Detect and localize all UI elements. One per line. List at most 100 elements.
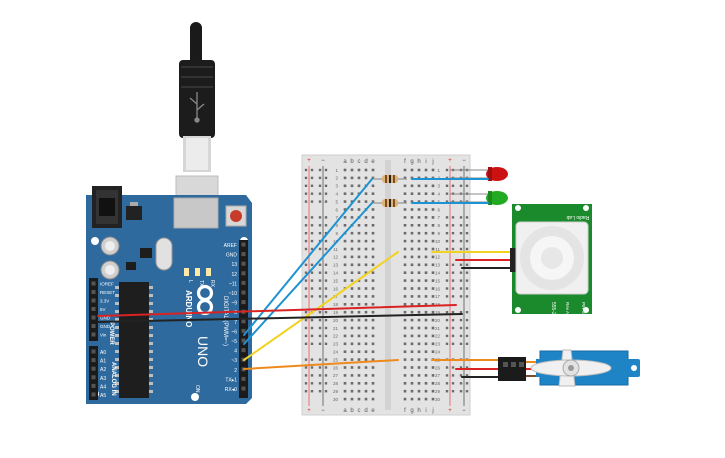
breadboard-row-label: 12	[435, 255, 441, 260]
digital-pin-label: 7	[234, 320, 237, 326]
analog-label: ANALOG IN	[110, 362, 116, 396]
breadboard-col-label: e	[371, 408, 375, 414]
breadboard-col-label: i	[425, 408, 426, 414]
reset-button[interactable]	[225, 205, 247, 227]
breadboard-row-label: 22	[435, 334, 441, 339]
breadboard-row-label: 19	[435, 310, 441, 315]
crystal	[155, 237, 173, 271]
digital-pin-label: AREF	[224, 243, 237, 249]
breadboard-row-label: 8	[335, 223, 338, 228]
power-pin-label: 3.3V	[100, 299, 109, 304]
breadboard-row-label: 30	[333, 397, 339, 402]
digital-pin-label: ~3	[231, 358, 237, 364]
breadboard-row-label: 16	[435, 286, 441, 291]
pir-label-side: PIR Sensor	[581, 302, 586, 326]
power-pin-label: IOREF	[100, 282, 114, 287]
rail-plus-bottom-left: +	[307, 408, 311, 414]
breadboard-row-label: 21	[333, 326, 339, 331]
onboard-leds: L TX RX	[184, 268, 215, 288]
rail-minus-top-left: −	[321, 158, 325, 164]
resistor-2	[373, 199, 407, 207]
breadboard-row-label: 14	[333, 271, 339, 276]
breadboard-row-label: 10	[333, 239, 339, 244]
analog-pin-label: A3	[100, 376, 106, 382]
rail-minus-top-right: −	[462, 158, 466, 164]
breadboard-row-label: 15	[333, 278, 339, 283]
analog-pin-label: A0	[100, 350, 106, 356]
capacitors	[100, 236, 120, 280]
breadboard-row-label: 14	[435, 271, 441, 276]
breadboard-row-label: 13	[333, 263, 339, 268]
breadboard-row-label: 29	[333, 389, 339, 394]
pir-label-rev: Rev A	[565, 302, 570, 314]
breadboard-col-label: b	[350, 408, 354, 414]
analog-pin-label: A2	[100, 367, 106, 373]
wire-red-1	[97, 304, 457, 317]
breadboard-row-label: 15	[435, 278, 441, 283]
breadboard-col-label: i	[425, 159, 426, 165]
breadboard-row-label: 9	[437, 231, 440, 236]
wire-black-1	[97, 313, 463, 323]
usb-cable	[175, 22, 219, 213]
pir-label-top: Radio Lab	[566, 214, 589, 220]
wires	[97, 178, 517, 378]
rail-plus-top-right: +	[448, 158, 452, 164]
breadboard-row-label: 6	[437, 207, 440, 212]
digital-pin-label: 8	[234, 310, 237, 316]
breadboard-col-label: d	[364, 408, 367, 414]
breadboard-row-label: 24	[435, 350, 441, 355]
breadboard-row-label: 16	[333, 286, 339, 291]
breadboard-row-label: 8	[437, 223, 440, 228]
power-label: POWER	[108, 322, 114, 345]
breadboard-row-label: 13	[435, 263, 441, 268]
breadboard-col-label: f	[404, 159, 406, 165]
atmega-chip	[115, 282, 153, 398]
pir-sensor: Radio Lab 555-28027 Rev A PIR Sensor	[510, 204, 592, 326]
breadboard-row-label: 3	[335, 184, 338, 189]
digital-pin-label: GND	[226, 253, 238, 259]
digital-pin-label: ~5	[231, 339, 237, 345]
breadboard-row-label: 26	[333, 365, 339, 370]
power-pin-label: 5V	[100, 307, 106, 312]
digital-pin-label: 4	[234, 349, 237, 355]
breadboard-row-label: 20	[435, 318, 441, 323]
servo-horn	[530, 349, 612, 387]
breadboard-col-label: h	[417, 159, 420, 165]
breadboard-row-label: 11	[333, 247, 338, 252]
breadboard-row-label: 27	[435, 373, 441, 378]
breadboard-col-label: b	[350, 159, 354, 165]
breadboard-row-label: 5	[437, 199, 440, 204]
breadboard-col-label: g	[410, 408, 413, 414]
power-pin-label: RESET	[100, 290, 115, 295]
digital-pin-label: ~11	[229, 281, 237, 287]
servo-motor	[498, 349, 640, 387]
breadboard-row-label: 17	[435, 294, 441, 299]
breadboard-row-label: 5	[335, 199, 338, 204]
power-pin-label: GND	[100, 316, 111, 321]
rail-minus-bottom-left: −	[321, 408, 325, 414]
analog-header	[89, 346, 98, 400]
breadboard-col-label: a	[343, 408, 347, 414]
breadboard-col-label: c	[358, 159, 361, 165]
led-label-tx: TX	[198, 280, 204, 287]
breadboard-row-label: 25	[333, 357, 339, 362]
digital-pin-label: 12	[231, 272, 237, 278]
breadboard-col-label: e	[371, 159, 375, 165]
breadboard-col-label: h	[417, 408, 420, 414]
breadboard-row-label: 1	[437, 168, 440, 173]
breadboard-col-label: c	[358, 408, 361, 414]
wire-yellow-1	[243, 251, 399, 361]
digital-pin-label: TX▸1	[225, 377, 237, 383]
breadboard-row-label: 23	[435, 342, 441, 347]
wire-blue-2	[243, 202, 373, 345]
breadboard-row-label: 6	[335, 207, 338, 212]
power-pin-label: GND	[100, 324, 111, 329]
breadboard-row-label: 21	[435, 326, 441, 331]
model-label: UNO	[195, 336, 211, 367]
breadboard-col-label: f	[404, 408, 406, 414]
breadboard-col-label: j	[431, 159, 433, 165]
breadboard-col-label: g	[410, 159, 413, 165]
